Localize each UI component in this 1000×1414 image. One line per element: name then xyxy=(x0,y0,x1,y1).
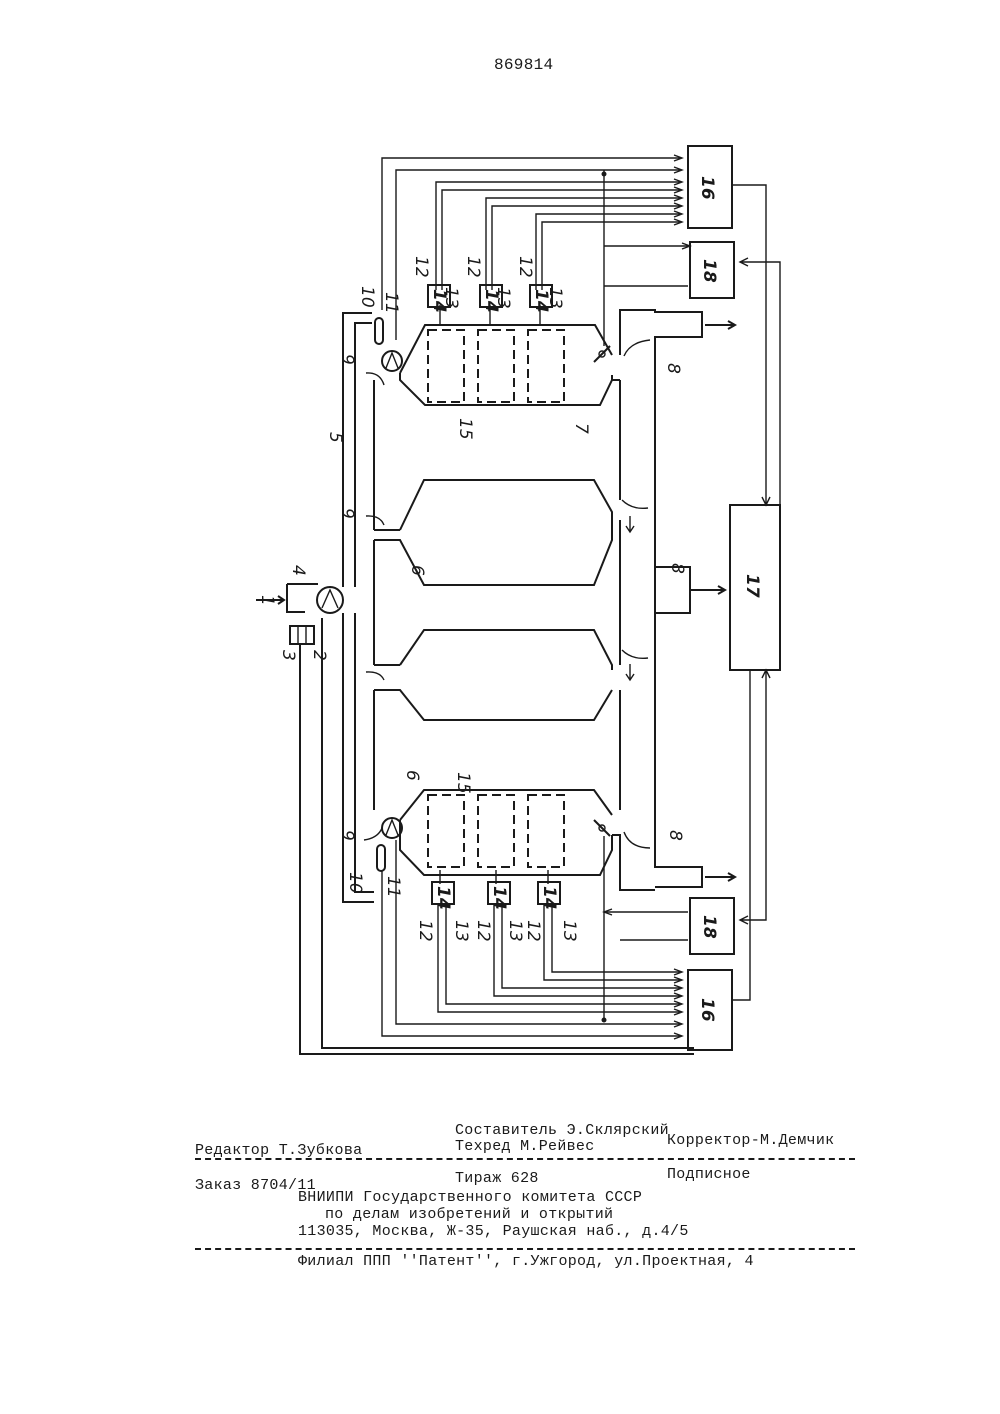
supply-duct xyxy=(343,313,374,902)
label-14-bot-2: 14 xyxy=(489,886,509,910)
label-12-bot-2: 12 xyxy=(473,920,493,942)
label-9c: 9 xyxy=(337,830,357,841)
label-3: 3 xyxy=(278,650,298,661)
label-11a: 11 xyxy=(381,292,401,314)
divider-bottom xyxy=(195,1248,855,1250)
label-12-bot-3: 12 xyxy=(523,920,543,942)
label-8b: 8 xyxy=(667,563,687,574)
branch-line: Филиал ППП ''Патент'', г.Ужгород, ул.Про… xyxy=(298,1253,754,1270)
label-10a: 10 xyxy=(357,286,377,308)
label-2: 2 xyxy=(309,650,329,661)
label-16-bottom: 16 xyxy=(697,998,717,1022)
label-14-top-1: 14 xyxy=(429,289,449,313)
techred-credit: Техред М.Рейвес xyxy=(455,1138,595,1155)
label-9a: 9 xyxy=(337,354,357,365)
label-5: 5 xyxy=(325,432,345,443)
label-8a: 8 xyxy=(663,363,683,374)
org-line-1: ВНИИПИ Государственного комитета СССР xyxy=(298,1189,642,1206)
sensor-blocks xyxy=(428,285,560,904)
label-16-top: 16 xyxy=(697,176,717,200)
label-4: 4 xyxy=(288,565,308,576)
label-6b: 6 xyxy=(402,770,422,781)
subscription-note: Подписное xyxy=(667,1166,751,1183)
furnace-stack xyxy=(374,325,620,875)
divider-top xyxy=(195,1158,855,1160)
label-7: 7 xyxy=(571,423,591,434)
org-address: 113035, Москва, Ж-35, Раушская наб., д.4… xyxy=(298,1223,689,1240)
label-1: 1 xyxy=(257,595,277,606)
label-18-top: 18 xyxy=(699,259,719,283)
org-line-2: по делам изобретений и открытий xyxy=(325,1206,613,1223)
label-13-bot-3: 13 xyxy=(559,920,579,942)
reference-numerals: 1 2 3 4 5 6 6 7 8 8 8 9 9 9 10 10 11 11 … xyxy=(257,176,762,1022)
label-18-bottom: 18 xyxy=(699,915,719,939)
compiler-credit: Составитель Э.Склярский xyxy=(455,1122,669,1139)
top-signal-lines xyxy=(382,155,690,346)
editor-credit: Редактор Т.Зубкова xyxy=(195,1142,362,1159)
label-12-bot-1: 12 xyxy=(415,920,435,942)
label-14-top-2: 14 xyxy=(481,289,501,313)
label-9b: 9 xyxy=(337,508,357,519)
label-12-top-3: 12 xyxy=(515,256,535,278)
label-11b: 11 xyxy=(383,876,403,898)
corrector-credit: Корректор-М.Демчик xyxy=(667,1132,834,1149)
label-10b: 10 xyxy=(345,872,365,894)
label-14-bot-1: 14 xyxy=(433,886,453,910)
exhaust-ducts xyxy=(612,310,735,890)
label-14-top-3: 14 xyxy=(531,289,551,313)
label-12-top-2: 12 xyxy=(463,256,483,278)
label-13-bot-1: 13 xyxy=(451,920,471,942)
label-12-top-1: 12 xyxy=(411,256,431,278)
fans-and-dampers xyxy=(364,318,610,871)
label-14-bot-3: 14 xyxy=(539,886,559,910)
label-15a: 15 xyxy=(455,418,475,440)
label-6a: 6 xyxy=(407,565,427,576)
label-13-bot-2: 13 xyxy=(505,920,525,942)
label-17: 17 xyxy=(742,574,762,598)
label-15b: 15 xyxy=(453,772,473,794)
label-8c: 8 xyxy=(665,830,685,841)
furnace-schematic: 1 2 3 4 5 6 6 7 8 8 8 9 9 9 10 10 11 11 … xyxy=(0,0,1000,1100)
circulation: Тираж 628 xyxy=(455,1170,539,1187)
